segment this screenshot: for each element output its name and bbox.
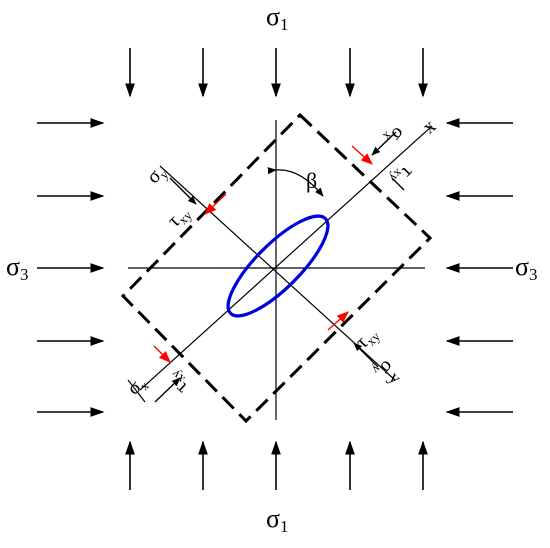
sigma-x-arrow-ur: [371, 131, 397, 156]
tau-label-ll: τxy: [161, 367, 193, 399]
sigma-y-arrow-ul: [169, 177, 197, 205]
element-stress-arrows: [153, 131, 405, 403]
sigma1-top-label: σ1: [266, 2, 289, 34]
shear-arrow-ur: [351, 145, 373, 165]
sigma-y-label-ul: σy: [142, 160, 172, 190]
shear-line-ur: [391, 177, 405, 191]
x-axis-line: [139, 125, 433, 391]
beta-arc: [267, 167, 324, 197]
sigma-x-label-ur: σx: [380, 121, 410, 151]
shear-arrow-ul: [204, 193, 227, 215]
sigma3-left-label: σ3: [6, 252, 29, 284]
sigma-x-label-ll: σx: [123, 371, 153, 401]
sigma-y-arrow-lr: [353, 342, 379, 368]
x-axis-tick: [127, 379, 146, 403]
sigma3-right-arrows: [445, 118, 513, 417]
beta-label: β: [306, 168, 317, 193]
sigma1-bottom-arrows: [125, 440, 428, 490]
tau-label-lr: τxy: [351, 322, 383, 354]
sigma-x-arrow-ll: [154, 377, 181, 403]
shear-arrow-ll: [153, 345, 171, 363]
sigma3-left-arrows: [37, 118, 105, 417]
crack-ellipse: [226, 214, 330, 318]
sigma1-bottom-label: σ1: [266, 504, 289, 536]
shear-arrow-lr: [327, 311, 349, 331]
sigma3-right-label: σ3: [515, 252, 538, 284]
sigma1-top-arrows: [125, 48, 428, 98]
rotated-element: [120, 112, 433, 424]
